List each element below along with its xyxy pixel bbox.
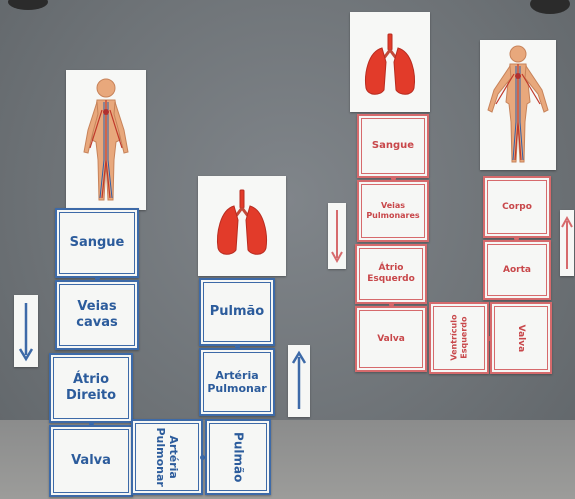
tile-label: Artéria Pulmonar	[154, 427, 180, 487]
arrow-down-icon	[330, 206, 344, 266]
tile-veias-cavas[interactable]: Veias cavas	[55, 280, 139, 350]
tile-sangue-blue[interactable]: Sangue	[55, 208, 139, 278]
tile-valva-red-rotated[interactable]: Valva	[490, 302, 552, 374]
tile-label: Pulmão	[210, 304, 265, 320]
tile-aorta[interactable]: Aorta	[483, 240, 551, 300]
tile-arteria-pulmonar[interactable]: Artéria Pulmonar	[199, 348, 275, 416]
lungs-icon	[350, 12, 430, 112]
arrow-card-up-red[interactable]	[560, 210, 574, 276]
tile-corpo[interactable]: Corpo	[483, 176, 551, 238]
tile-ventriculo-esquerdo[interactable]: Ventrículo Esquerdo	[429, 302, 489, 374]
tile-valva-red[interactable]: Valva	[355, 306, 427, 372]
tile-atrio-esquerdo[interactable]: Átrio Esquerdo	[355, 244, 427, 304]
tile-sangue-red[interactable]: Sangue	[357, 114, 429, 178]
tile-label: Sangue	[70, 235, 125, 251]
body-picture-card-right	[480, 40, 556, 170]
tile-label: Ventrículo Esquerdo	[449, 310, 468, 366]
tile-pulmao-rotated[interactable]: Pulmão	[205, 419, 271, 495]
tile-pulmao[interactable]: Pulmão	[199, 278, 275, 346]
tile-label: Sangue	[372, 140, 414, 152]
body-picture-card-left	[66, 70, 146, 210]
tile-label: Corpo	[502, 202, 532, 213]
lungs-picture-card-right	[350, 12, 430, 112]
arrow-down-icon	[18, 299, 34, 363]
tile-label: Valva	[516, 324, 527, 352]
tile-veias-pulmonares[interactable]: Veias Pulmonares	[357, 180, 429, 242]
tile-label: Artéria Pulmonar	[202, 369, 272, 395]
arrow-up-icon	[291, 349, 307, 413]
tile-label: Valva	[377, 334, 405, 345]
tile-label: Átrio Esquerdo	[366, 263, 416, 285]
arrow-card-down-red[interactable]	[328, 203, 346, 269]
tile-label: Pulmão	[231, 432, 245, 482]
tile-arteria-pulmonar-rotated[interactable]: Artéria Pulmonar	[131, 419, 203, 495]
tile-label: Veias Pulmonares	[363, 201, 423, 220]
human-circulatory-body-icon	[480, 40, 556, 170]
tile-label: Veias cavas	[72, 299, 122, 330]
human-circulatory-body-icon	[66, 70, 146, 210]
arrow-up-icon	[561, 213, 573, 273]
arrow-card-up-blue[interactable]	[288, 345, 310, 417]
arrow-card-down-blue[interactable]	[14, 295, 38, 367]
lungs-icon	[198, 176, 286, 276]
tile-label: Aorta	[503, 265, 531, 276]
tile-valva-blue[interactable]: Valva	[49, 425, 133, 497]
tile-atrio-direito[interactable]: Átrio Direito	[49, 353, 133, 423]
tile-label: Valva	[71, 453, 111, 469]
tile-label: Átrio Direito	[61, 372, 121, 403]
lungs-picture-card-middle	[198, 176, 286, 276]
